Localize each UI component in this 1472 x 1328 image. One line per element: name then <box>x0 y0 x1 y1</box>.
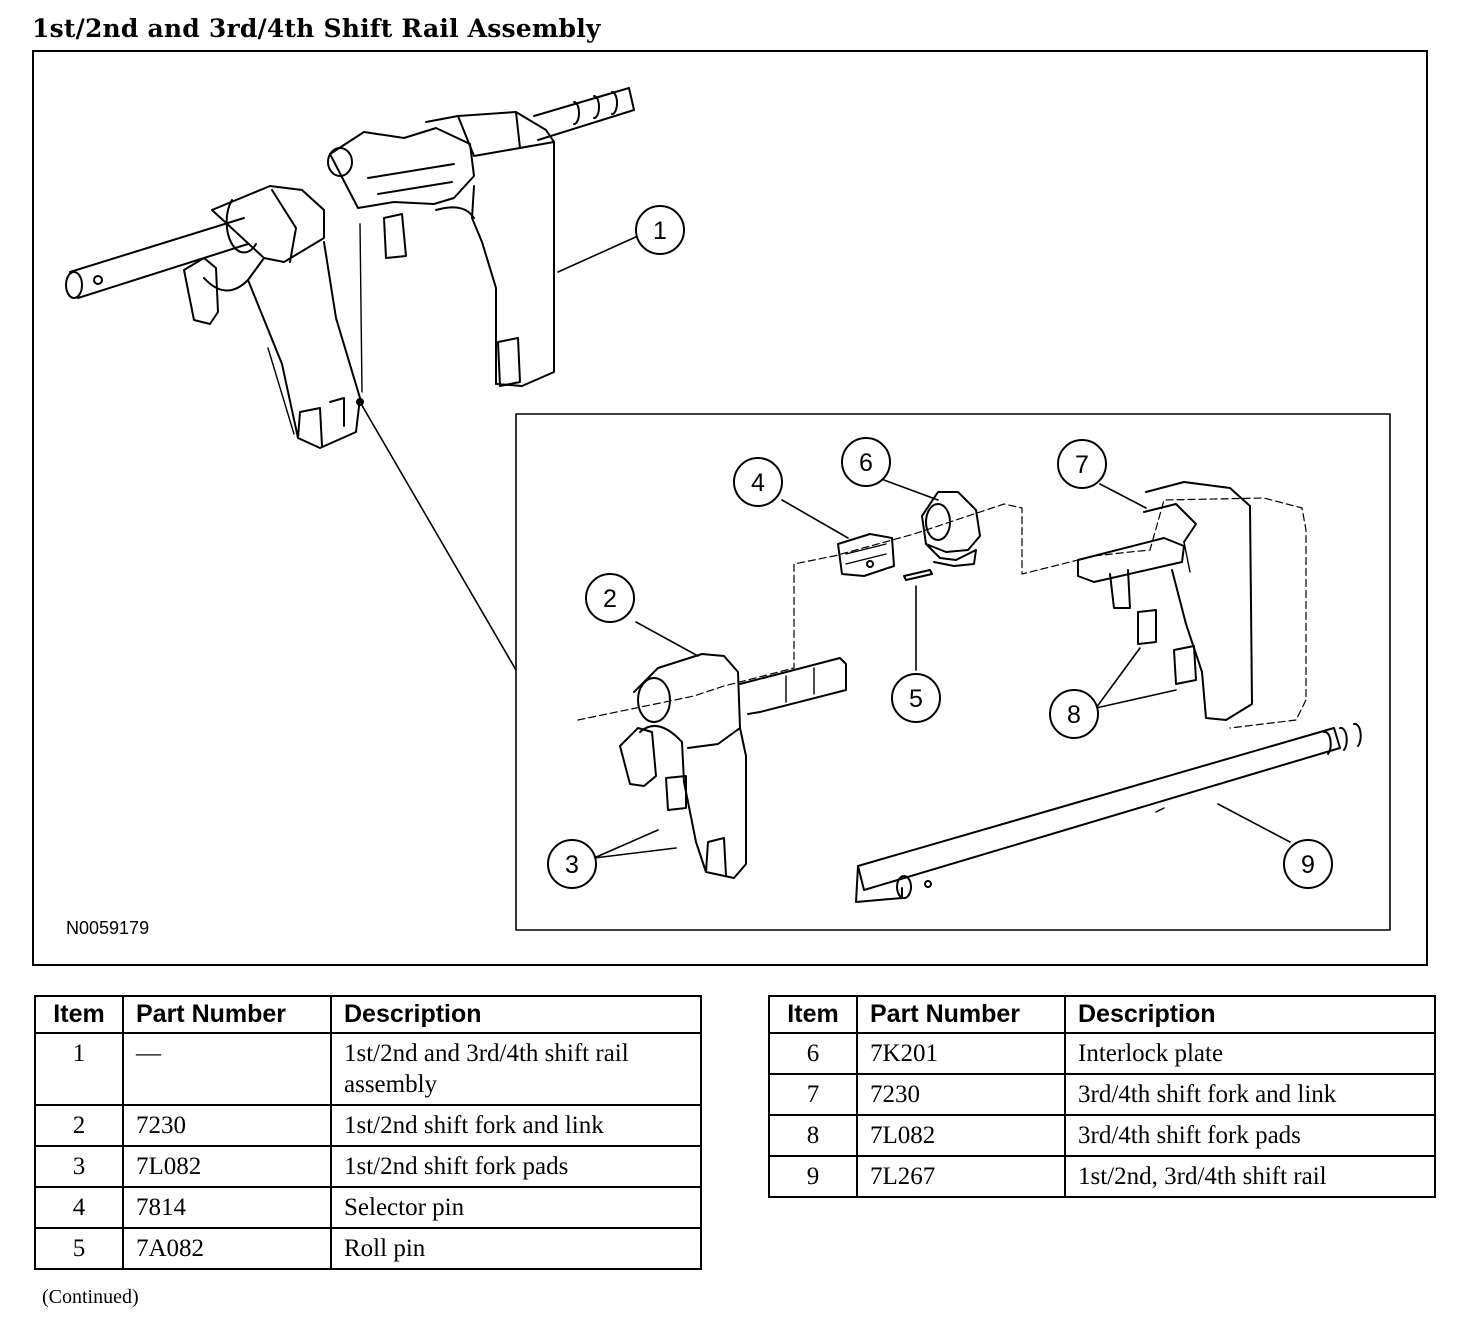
part-number-cell: 7L267 <box>856 1155 1066 1198</box>
item-cell: 6 <box>768 1032 858 1075</box>
callout-2: 2 <box>585 573 635 623</box>
part-number-cell: 7814 <box>122 1186 332 1229</box>
item-cell: 7 <box>768 1073 858 1116</box>
shift-rail-assembly-illustration <box>65 87 639 671</box>
header-description: Description <box>330 995 702 1034</box>
exploded-parts-illustration <box>577 479 1362 903</box>
parts-table-left: Item Part Number Description 1 — 1st/2nd… <box>34 995 702 1270</box>
table-row: 8 7L082 3rd/4th shift fork pads <box>768 1114 1436 1157</box>
table-row: 1 — 1st/2nd and 3rd/4th shift rail assem… <box>34 1032 702 1106</box>
table-row: 9 7L267 1st/2nd, 3rd/4th shift rail <box>768 1155 1436 1198</box>
description-cell: 1st/2nd and 3rd/4th shift rail assembly <box>330 1032 702 1106</box>
part-number-cell: 7K201 <box>856 1032 1066 1075</box>
header-item: Item <box>768 995 858 1034</box>
item-cell: 9 <box>768 1155 858 1198</box>
svg-text:9: 9 <box>1301 851 1315 879</box>
item-cell: 1 <box>34 1032 124 1106</box>
callout-5: 5 <box>891 673 941 723</box>
svg-text:3: 3 <box>565 851 579 879</box>
figure-code: N0059179 <box>66 918 150 938</box>
callout-4: 4 <box>733 457 783 507</box>
description-cell: Roll pin <box>330 1227 702 1270</box>
svg-text:6: 6 <box>859 449 873 477</box>
table-row: 5 7A082 Roll pin <box>34 1227 702 1270</box>
svg-text:8: 8 <box>1067 701 1081 729</box>
header-part-number: Part Number <box>856 995 1066 1034</box>
item-cell: 5 <box>34 1227 124 1270</box>
continued-note: (Continued) <box>42 1286 139 1308</box>
item-cell: 2 <box>34 1104 124 1147</box>
header-item: Item <box>34 995 124 1034</box>
svg-text:2: 2 <box>603 585 617 613</box>
callout-3: 3 <box>547 839 597 889</box>
callout-9: 9 <box>1283 839 1333 889</box>
exploded-diagram: 1 2 3 4 5 6 7 8 <box>32 50 1428 966</box>
description-cell: 1st/2nd shift fork and link <box>330 1104 702 1147</box>
table-row: 4 7814 Selector pin <box>34 1186 702 1229</box>
description-cell: Interlock plate <box>1064 1032 1436 1075</box>
parts-table-right: Item Part Number Description 6 7K201 Int… <box>768 995 1436 1198</box>
description-cell: 3rd/4th shift fork pads <box>1064 1114 1436 1157</box>
svg-text:4: 4 <box>751 469 765 497</box>
description-cell: Selector pin <box>330 1186 702 1229</box>
callout-1: 1 <box>635 205 685 255</box>
part-number-cell: 7L082 <box>856 1114 1066 1157</box>
table-row: 7 7230 3rd/4th shift fork and link <box>768 1073 1436 1116</box>
page-title: 1st/2nd and 3rd/4th Shift Rail Assembly <box>32 14 601 43</box>
item-cell: 8 <box>768 1114 858 1157</box>
detail-inset-frame <box>515 413 1391 931</box>
callout-6: 6 <box>841 437 891 487</box>
table-row: 2 7230 1st/2nd shift fork and link <box>34 1104 702 1147</box>
part-number-cell: 7L082 <box>122 1145 332 1188</box>
diagram-drawing: 1 2 3 4 5 6 7 8 <box>65 87 1391 931</box>
callout-8: 8 <box>1049 689 1099 739</box>
item-cell: 4 <box>34 1186 124 1229</box>
header-description: Description <box>1064 995 1436 1034</box>
callout-7: 7 <box>1057 439 1107 489</box>
part-number-cell: 7230 <box>122 1104 332 1147</box>
description-cell: 1st/2nd shift fork pads <box>330 1145 702 1188</box>
header-part-number: Part Number <box>122 995 332 1034</box>
table-header-row: Item Part Number Description <box>34 995 702 1034</box>
svg-text:1: 1 <box>653 217 667 245</box>
part-number-cell: 7A082 <box>122 1227 332 1270</box>
svg-text:5: 5 <box>909 685 923 713</box>
table-header-row: Item Part Number Description <box>768 995 1436 1034</box>
part-number-cell: 7230 <box>856 1073 1066 1116</box>
part-number-cell: — <box>122 1032 332 1106</box>
description-cell: 1st/2nd, 3rd/4th shift rail <box>1064 1155 1436 1198</box>
svg-text:7: 7 <box>1075 451 1089 479</box>
item-cell: 3 <box>34 1145 124 1188</box>
description-cell: 3rd/4th shift fork and link <box>1064 1073 1436 1116</box>
table-row: 3 7L082 1st/2nd shift fork pads <box>34 1145 702 1188</box>
table-row: 6 7K201 Interlock plate <box>768 1032 1436 1075</box>
